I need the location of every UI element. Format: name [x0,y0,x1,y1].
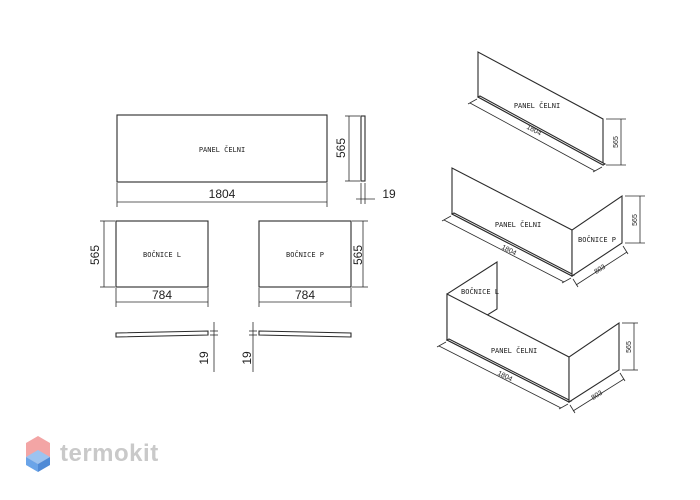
side-right-view: BOČNICE P 565 784 [258,220,368,307]
ext-line [436,341,447,348]
iso3-right-face [568,321,620,404]
logo-hex-left [26,457,38,472]
iso-front-edge [476,95,607,166]
brand-name: termokit [60,440,159,467]
side-left-rect [115,220,209,288]
ext-line [619,372,626,382]
front-width-value: 1804 [209,187,236,201]
panel-edge-rect [360,115,366,182]
ext-line [592,166,603,173]
side-left-width-value: 784 [152,288,172,302]
iso3-height-value: 565 [626,341,633,353]
side-right-thickness-value: 19 [240,351,254,365]
side-left-label: BOČNICE L [143,250,181,259]
ext-line [441,215,452,222]
iso2-side-label: BOČNICE P [578,235,616,244]
front-panel-edge-view: 565 19 [334,115,396,204]
side-right-edge-view: 19 [240,322,352,372]
side-left-thickness-value: 19 [197,351,211,365]
side-right-width-value: 784 [295,288,315,302]
panel-thickness-value: 19 [382,187,396,201]
iso3-left-label: BOČNICE L [461,287,499,296]
iso-u-shape: BOČNICE L PANEL ČELNI 1804 803 565 [436,260,638,414]
iso2-side-face [571,194,623,278]
ext-line [467,98,478,105]
iso1-front-label: PANEL ČELNI [514,101,560,110]
iso2-length-dim-line [443,219,565,283]
termokit-logo-icon [26,436,50,472]
iso1-length-dim-line [469,102,596,172]
front-panel-label: PANEL ČELNI [199,145,245,154]
front-panel-view: PANEL ČELNI 1804 [116,114,328,207]
panel-height-value: 565 [334,138,348,158]
ext-line [572,278,579,288]
iso1-height-value: 565 [613,136,620,148]
side-left-edge-rect [115,330,209,338]
iso3-front-label: PANEL ČELNI [491,346,537,355]
logo-hex-right [38,457,50,472]
iso3-side-dim-line [572,378,625,412]
iso3-side-value: 803 [590,390,604,402]
side-right-rect [258,220,352,288]
iso2-height-value: 565 [632,214,639,226]
ext-line [558,403,569,410]
ext-line [569,404,576,414]
ext-line [622,245,629,255]
iso2-side-dim-line [575,251,628,286]
iso3-length-dim-line [438,345,562,409]
ext-line [561,277,572,284]
iso2-front-label: PANEL ČELNI [495,220,541,229]
iso-l-shape: PANEL ČELNI BOČNICE P 1804 803 565 [441,167,645,288]
side-left-height-value: 565 [88,245,102,265]
side-left-view: BOČNICE L 565 784 [88,220,209,307]
side-right-label: BOČNICE P [286,250,324,259]
side-left-edge-view: 19 [115,322,218,372]
iso2-side-value: 803 [593,264,607,276]
side-right-edge-rect [258,330,352,338]
iso-front-only: PANEL ČELNI 1804 565 [467,51,626,173]
front-panel-rect [116,114,328,183]
side-right-height-value: 565 [351,245,365,265]
